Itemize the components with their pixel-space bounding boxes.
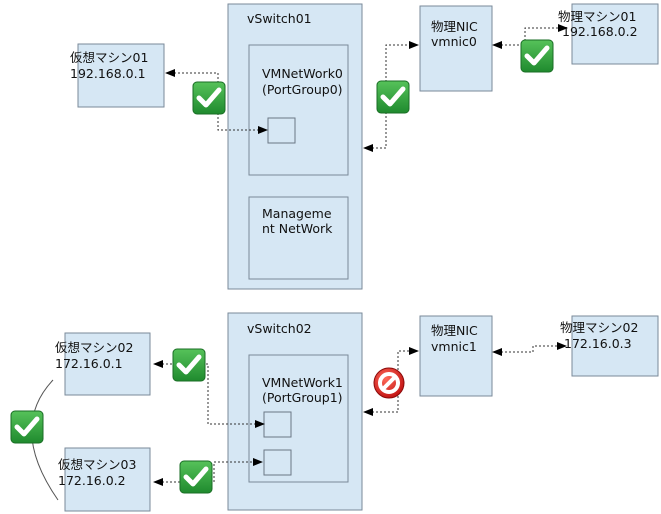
vm03: 仮想マシン03 172.16.0.2 xyxy=(58,447,151,512)
check-icon xyxy=(521,40,553,72)
portgroup0: VMNetWork0 (PortGroup0) xyxy=(248,44,349,176)
portgroup1-name: VMNetWork1 xyxy=(262,375,343,390)
management-network-line1: Manageme xyxy=(262,206,332,221)
arrow-to-vm02 xyxy=(153,360,163,368)
wire-vmnic0-pm01 xyxy=(497,27,563,46)
vmnic1-line1: 物理NIC xyxy=(431,323,478,338)
portgroup0-name: VMNetWork0 xyxy=(262,66,343,81)
vswitch02-label: vSwitch02 xyxy=(247,321,312,336)
pm01: 物理マシン01 192.168.0.2 xyxy=(558,3,659,65)
arrow-to-port0 xyxy=(258,126,268,134)
pm02: 物理マシン02 172.16.0.3 xyxy=(560,315,659,377)
check-icon xyxy=(173,349,205,381)
arrow-to-vm01 xyxy=(165,69,175,77)
pm01-name: 物理マシン01 xyxy=(558,9,636,24)
vm03-ip: 172.16.0.2 xyxy=(58,473,126,488)
vm01-ip: 192.168.0.1 xyxy=(70,66,146,81)
pm01-ip: 192.168.0.2 xyxy=(562,24,638,39)
vswitch01-label: vSwitch01 xyxy=(247,11,312,26)
portgroup0-port xyxy=(267,117,296,144)
portgroup1: VMNetWork1 (PortGroup1) xyxy=(248,354,349,483)
vm01-name: 仮想マシン01 xyxy=(70,50,148,65)
vmnic1: 物理NIC vmnic1 xyxy=(419,315,493,397)
portgroup1-port-b xyxy=(263,449,292,476)
arrow-to-pm02 xyxy=(557,342,567,350)
arrow-to-vmnic1 xyxy=(409,347,419,355)
arrow-to-vmnic0 xyxy=(409,41,419,49)
vm02: 仮想マシン02 172.16.0.1 xyxy=(55,332,151,396)
check-icon xyxy=(193,82,225,114)
vmnic0-line2: vmnic0 xyxy=(431,34,477,49)
management-network: Manageme nt NetWork xyxy=(248,196,349,280)
vmnic0: 物理NIC vmnic0 xyxy=(419,5,493,92)
arrow-to-port1b xyxy=(253,458,263,466)
portgroup1-sub: (PortGroup1) xyxy=(262,390,343,405)
check-icon xyxy=(11,411,43,443)
arrow-to-pm01 xyxy=(558,24,568,32)
check-icon xyxy=(377,81,409,113)
management-network-line2: nt NetWork xyxy=(262,221,333,236)
arrow-to-vswitch02 xyxy=(363,408,373,416)
portgroup0-sub: (PortGroup0) xyxy=(262,82,343,97)
vm01: 仮想マシン01 192.168.0.1 xyxy=(70,43,165,108)
vm02-name: 仮想マシン02 xyxy=(55,340,133,355)
arrow-to-vswitch01 xyxy=(363,144,373,152)
arrow-to-vm03 xyxy=(153,478,163,486)
pm02-name: 物理マシン02 xyxy=(560,320,638,335)
vm02-ip: 172.16.0.1 xyxy=(55,356,123,371)
vmnic1-line2: vmnic1 xyxy=(431,339,477,354)
arrow-vmnic1-side xyxy=(492,348,502,356)
check-icon xyxy=(180,461,212,493)
pm02-ip: 172.16.0.3 xyxy=(564,336,632,351)
arrow-vmnic0-side xyxy=(492,41,502,49)
vm03-name: 仮想マシン03 xyxy=(58,457,136,472)
vmnic0-line1: 物理NIC xyxy=(431,19,478,34)
arrow-to-port1a xyxy=(255,420,265,428)
wire-vmnic1-pm02 xyxy=(497,345,562,353)
blocked-icon xyxy=(372,366,406,400)
portgroup1-port-a xyxy=(263,411,292,438)
